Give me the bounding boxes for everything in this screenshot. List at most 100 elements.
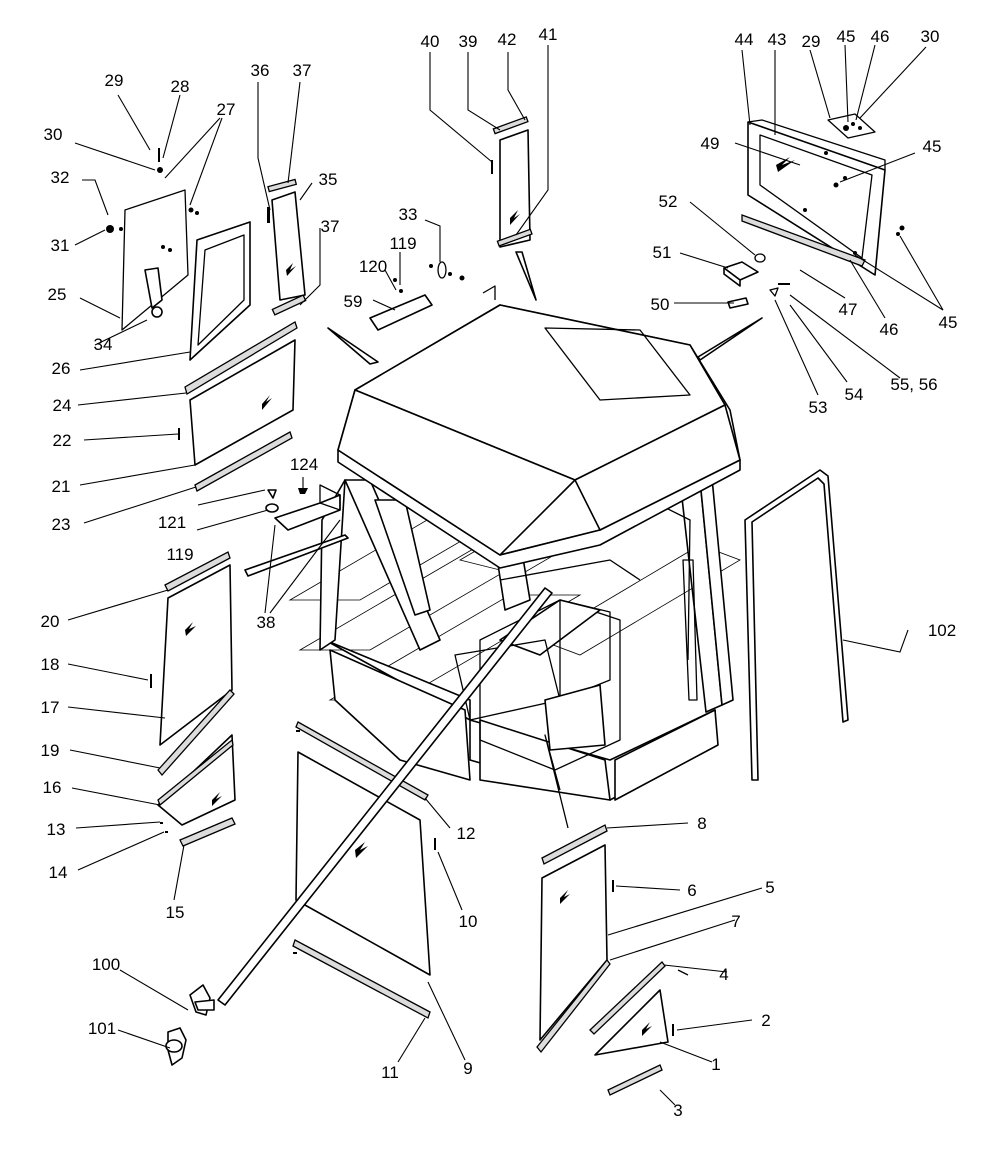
callout-label-40: 40 (421, 32, 440, 51)
callout-label-2: 2 (761, 1011, 770, 1030)
callout-label-37: 37 (321, 217, 340, 236)
callout-label-34: 34 (94, 335, 113, 354)
glass-25 (121, 189, 189, 331)
callout-label-32: 32 (51, 168, 70, 187)
glass-21 (189, 339, 296, 466)
rail-4 (589, 961, 666, 1035)
callout-label-49: 49 (701, 134, 720, 153)
callout-label-17: 17 (41, 698, 60, 717)
callout-label-119: 119 (166, 545, 193, 564)
callout-label-33: 33 (399, 205, 418, 224)
callout-label-15: 15 (166, 903, 185, 922)
front-window-assembly (217, 587, 553, 1019)
callout-label-47: 47 (839, 300, 858, 319)
glass-1 (594, 989, 669, 1056)
strip-left-upper (327, 327, 379, 365)
callout-label-1: 1 (711, 1055, 720, 1074)
callout-label-43: 43 (768, 30, 787, 49)
callout-label-124: 124 (290, 455, 318, 474)
rail-47 (741, 214, 866, 267)
callout-label-120: 120 (359, 257, 387, 276)
callout-label-24: 24 (53, 396, 72, 415)
rail-7 (536, 958, 611, 1054)
callout-label-37: 37 (293, 61, 312, 80)
callout-label-44: 44 (735, 30, 754, 49)
callout-label-46: 46 (880, 320, 899, 339)
callout-label-8: 8 (697, 814, 706, 833)
callout-label-31: 31 (51, 236, 70, 255)
callout-label-10: 10 (459, 912, 478, 931)
callout-label-45: 45 (923, 137, 942, 156)
rail-15 (179, 817, 236, 847)
callout-label-9: 9 (463, 1059, 472, 1078)
rail-19 (157, 689, 235, 777)
callout-label-42: 42 (498, 30, 517, 49)
callout-label-5: 5 (765, 878, 774, 897)
strip-right (697, 317, 763, 361)
callout-label-12: 12 (457, 824, 476, 843)
callout-label-59: 59 (344, 292, 363, 311)
callout-label-51: 51 (653, 243, 672, 262)
rear-window-39 (491, 116, 533, 248)
callout-label-3: 3 (673, 1101, 682, 1120)
callout-label-14: 14 (49, 863, 68, 882)
rail-11 (292, 939, 431, 1019)
callout-label-29: 29 (105, 71, 124, 90)
roof-hatch-assembly (741, 113, 905, 276)
rail-3 (607, 1064, 663, 1096)
callout-label-21: 21 (52, 477, 71, 496)
rail-20 (164, 551, 231, 592)
cab-body (288, 304, 741, 801)
callout-label-35: 35 (319, 170, 338, 189)
callout-label-54: 54 (845, 385, 864, 404)
callout-label-101: 101 (88, 1019, 116, 1038)
callout-label-19: 19 (41, 741, 60, 760)
callout-label-102: 102 (928, 621, 956, 640)
rail-23 (194, 431, 293, 492)
callout-label-52: 52 (659, 192, 678, 211)
strip-rear (515, 251, 537, 301)
glass-17 (159, 564, 233, 746)
callout-label-38: 38 (257, 613, 276, 632)
callout-label-50: 50 (651, 295, 670, 314)
latch-34 (144, 267, 163, 309)
callout-label-28: 28 (171, 77, 190, 96)
callout-label-26: 26 (52, 359, 71, 378)
callout-label-53: 53 (809, 398, 828, 417)
callout-label-46: 46 (871, 27, 890, 46)
callout-label-121: 121 (158, 513, 186, 532)
left-upper-window-assembly (106, 148, 251, 361)
corner-window-35 (267, 178, 307, 316)
callout-label-18: 18 (41, 655, 60, 674)
left-lower-window-assembly (150, 551, 236, 847)
right-window-assembly (536, 734, 689, 1096)
callout-label-30: 30 (44, 125, 63, 144)
callout-label-20: 20 (41, 612, 60, 631)
callout-label-22: 22 (53, 431, 72, 450)
callout-label-45: 45 (939, 313, 958, 332)
left-middle-window-assembly (178, 321, 298, 492)
callout-label-29: 29 (802, 32, 821, 51)
callout-label-16: 16 (43, 778, 62, 797)
latch-51-assembly (723, 253, 790, 309)
hinge-33 (429, 261, 496, 300)
callout-label-4: 4 (719, 965, 728, 984)
callout-label-36: 36 (251, 61, 270, 80)
callout-label-45: 45 (837, 27, 856, 46)
callout-label-55-56: 55, 56 (890, 375, 937, 394)
bracket-59 (369, 278, 433, 331)
callout-label-30: 30 (921, 27, 940, 46)
callout-label-13: 13 (47, 820, 66, 839)
callout-label-23: 23 (52, 515, 71, 534)
callout-label-11: 11 (381, 1063, 399, 1082)
leader-lines (67, 44, 944, 1106)
callout-label-39: 39 (459, 32, 478, 51)
callout-label-7: 7 (731, 912, 740, 931)
callout-label-27: 27 (217, 100, 236, 119)
rail-8 (541, 824, 608, 865)
glass-44 (747, 121, 886, 276)
rail-24 (184, 321, 298, 395)
seal-102 (744, 469, 849, 781)
